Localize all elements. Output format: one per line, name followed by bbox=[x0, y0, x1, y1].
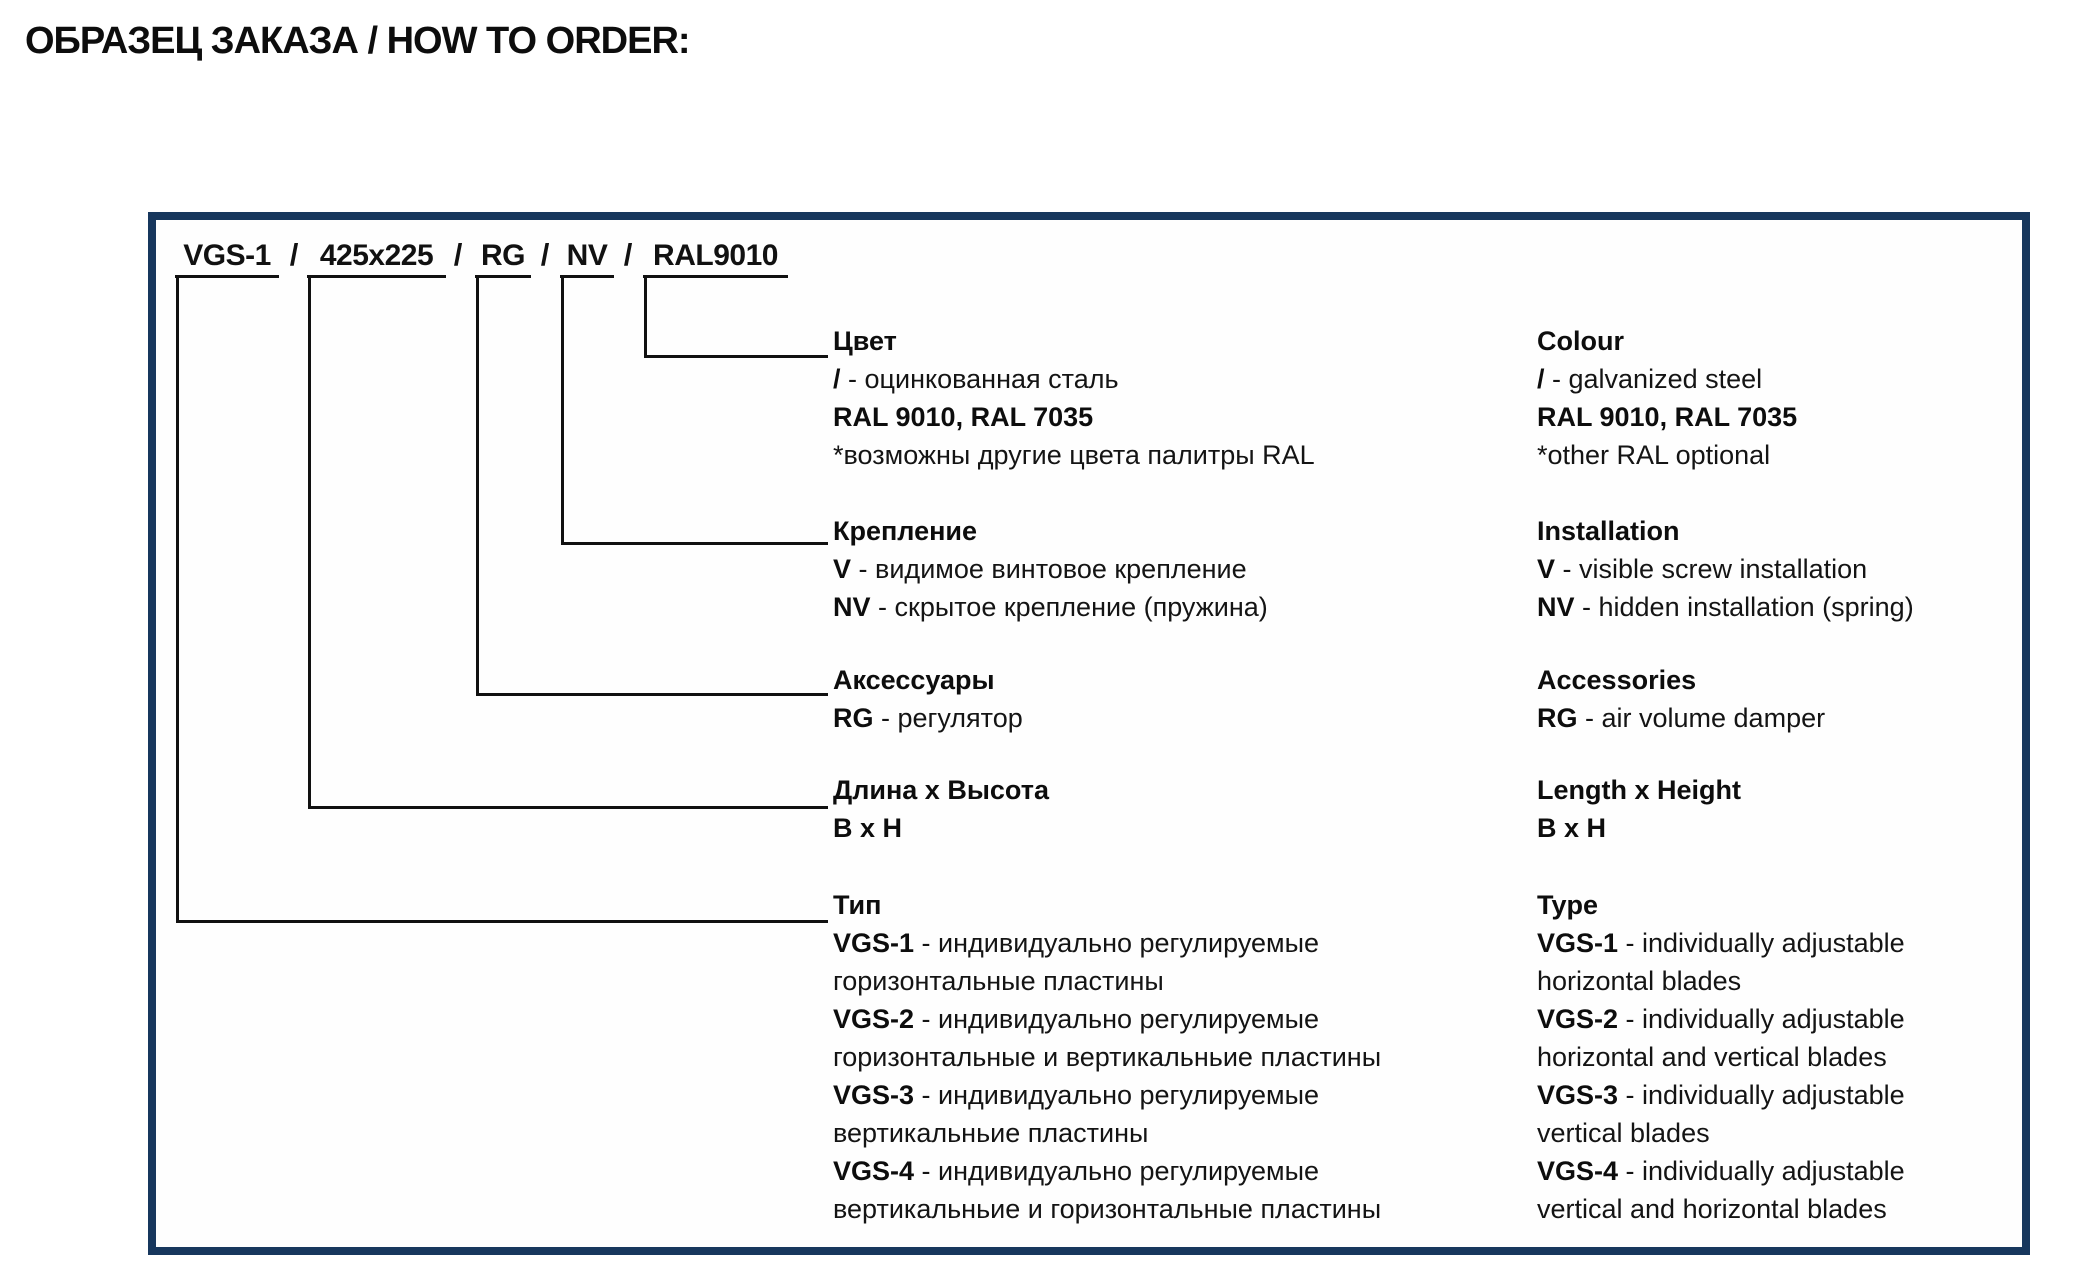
code-segment-nv: NV bbox=[560, 238, 614, 278]
section-line: vertical blades bbox=[1537, 1118, 1710, 1148]
section-dimensions-ru: Длина x Высота B x H bbox=[833, 771, 1049, 847]
section-line: Аксессуары bbox=[833, 665, 995, 695]
connector-horizontal-installation bbox=[561, 542, 828, 545]
section-line: Colour bbox=[1537, 326, 1624, 356]
code-separator: / bbox=[623, 237, 633, 272]
section-line: VGS-4 - индивидуально регулируемые bbox=[833, 1156, 1320, 1186]
code-segment-ral9010: RAL9010 bbox=[643, 238, 788, 278]
section-line: Accessories bbox=[1537, 665, 1697, 695]
section-line: RG - air volume damper bbox=[1537, 703, 1826, 733]
section-line: horizontal and vertical blades bbox=[1537, 1042, 1887, 1072]
section-line: V - visible screw installation bbox=[1537, 554, 1868, 584]
section-line: NV - hidden installation (spring) bbox=[1537, 592, 1914, 622]
section-accessories-en: Accessories RG - air volume damper bbox=[1537, 661, 1825, 737]
section-line: V - видимое винтовое крепление bbox=[833, 554, 1247, 584]
code-segment-425x225: 425x225 bbox=[307, 238, 446, 278]
section-line: вертикальньие и горизонтальные пластины bbox=[833, 1194, 1382, 1224]
page-title: ОБРАЗЕЦ ЗАКАЗА / HOW TO ORDER: bbox=[25, 20, 691, 62]
connector-vertical-accessories bbox=[476, 278, 479, 696]
section-installation-en: Installation V - visible screw installati… bbox=[1537, 512, 1914, 626]
section-line: VGS-2 - individually adjustable bbox=[1537, 1004, 1905, 1034]
code-separator: / bbox=[453, 237, 463, 272]
section-line: Длина x Высота bbox=[833, 775, 1049, 805]
section-line: VGS-3 - individually adjustable bbox=[1537, 1080, 1905, 1110]
section-line: B x H bbox=[1537, 813, 1607, 843]
connector-vertical-dimensions bbox=[308, 278, 311, 809]
connector-vertical-colour bbox=[644, 278, 647, 358]
section-line: VGS-3 - индивидуально регулируемые bbox=[833, 1080, 1320, 1110]
section-line: / - galvanized steel bbox=[1537, 364, 1763, 394]
section-line: Крепление bbox=[833, 516, 978, 546]
section-line: VGS-1 - индивидуально регулируемые bbox=[833, 928, 1320, 958]
section-line: RAL 9010, RAL 7035 bbox=[1537, 402, 1798, 432]
order-box bbox=[148, 212, 2030, 1255]
code-segment-vgs-1: VGS-1 bbox=[175, 238, 279, 278]
section-line: horizontal blades bbox=[1537, 966, 1742, 996]
section-dimensions-en: Length x Height B x H bbox=[1537, 771, 1741, 847]
section-line: горизонтальные и вертикальньие пластины bbox=[833, 1042, 1382, 1072]
section-line: *возможны другие цвета палитры RAL bbox=[833, 440, 1315, 470]
section-line: VGS-1 - individually adjustable bbox=[1537, 928, 1905, 958]
section-line: VGS-4 - individually adjustable bbox=[1537, 1156, 1905, 1186]
section-line: Installation bbox=[1537, 516, 1680, 546]
section-line: RAL 9010, RAL 7035 bbox=[833, 402, 1094, 432]
section-line: RG - регулятор bbox=[833, 703, 1023, 733]
connector-horizontal-dimensions bbox=[308, 806, 828, 809]
code-segment-rg: RG bbox=[475, 238, 531, 278]
section-line: Length x Height bbox=[1537, 775, 1741, 805]
section-line: / - оцинкованная сталь bbox=[833, 364, 1119, 394]
section-line: VGS-2 - индивидуально регулируемые bbox=[833, 1004, 1320, 1034]
code-separator: / bbox=[540, 237, 550, 272]
section-line: NV - скрытое крепление (пружина) bbox=[833, 592, 1268, 622]
section-line: vertical and horizontal blades bbox=[1537, 1194, 1887, 1224]
section-line: вертикальньие пластины bbox=[833, 1118, 1149, 1148]
section-line: горизонтальные пластины bbox=[833, 966, 1164, 996]
connector-horizontal-type bbox=[176, 920, 828, 923]
connector-horizontal-accessories bbox=[476, 693, 828, 696]
section-accessories-ru: Аксессуары RG - регулятор bbox=[833, 661, 1023, 737]
section-line: Цвет bbox=[833, 326, 897, 356]
section-line: Тип bbox=[833, 890, 882, 920]
section-line: *other RAL optional bbox=[1537, 440, 1771, 470]
connector-vertical-installation bbox=[561, 278, 564, 545]
section-line: B x H bbox=[833, 813, 903, 843]
section-line: Type bbox=[1537, 890, 1599, 920]
connector-horizontal-colour bbox=[644, 355, 828, 358]
code-separator: / bbox=[289, 237, 299, 272]
connector-vertical-type bbox=[176, 278, 179, 923]
